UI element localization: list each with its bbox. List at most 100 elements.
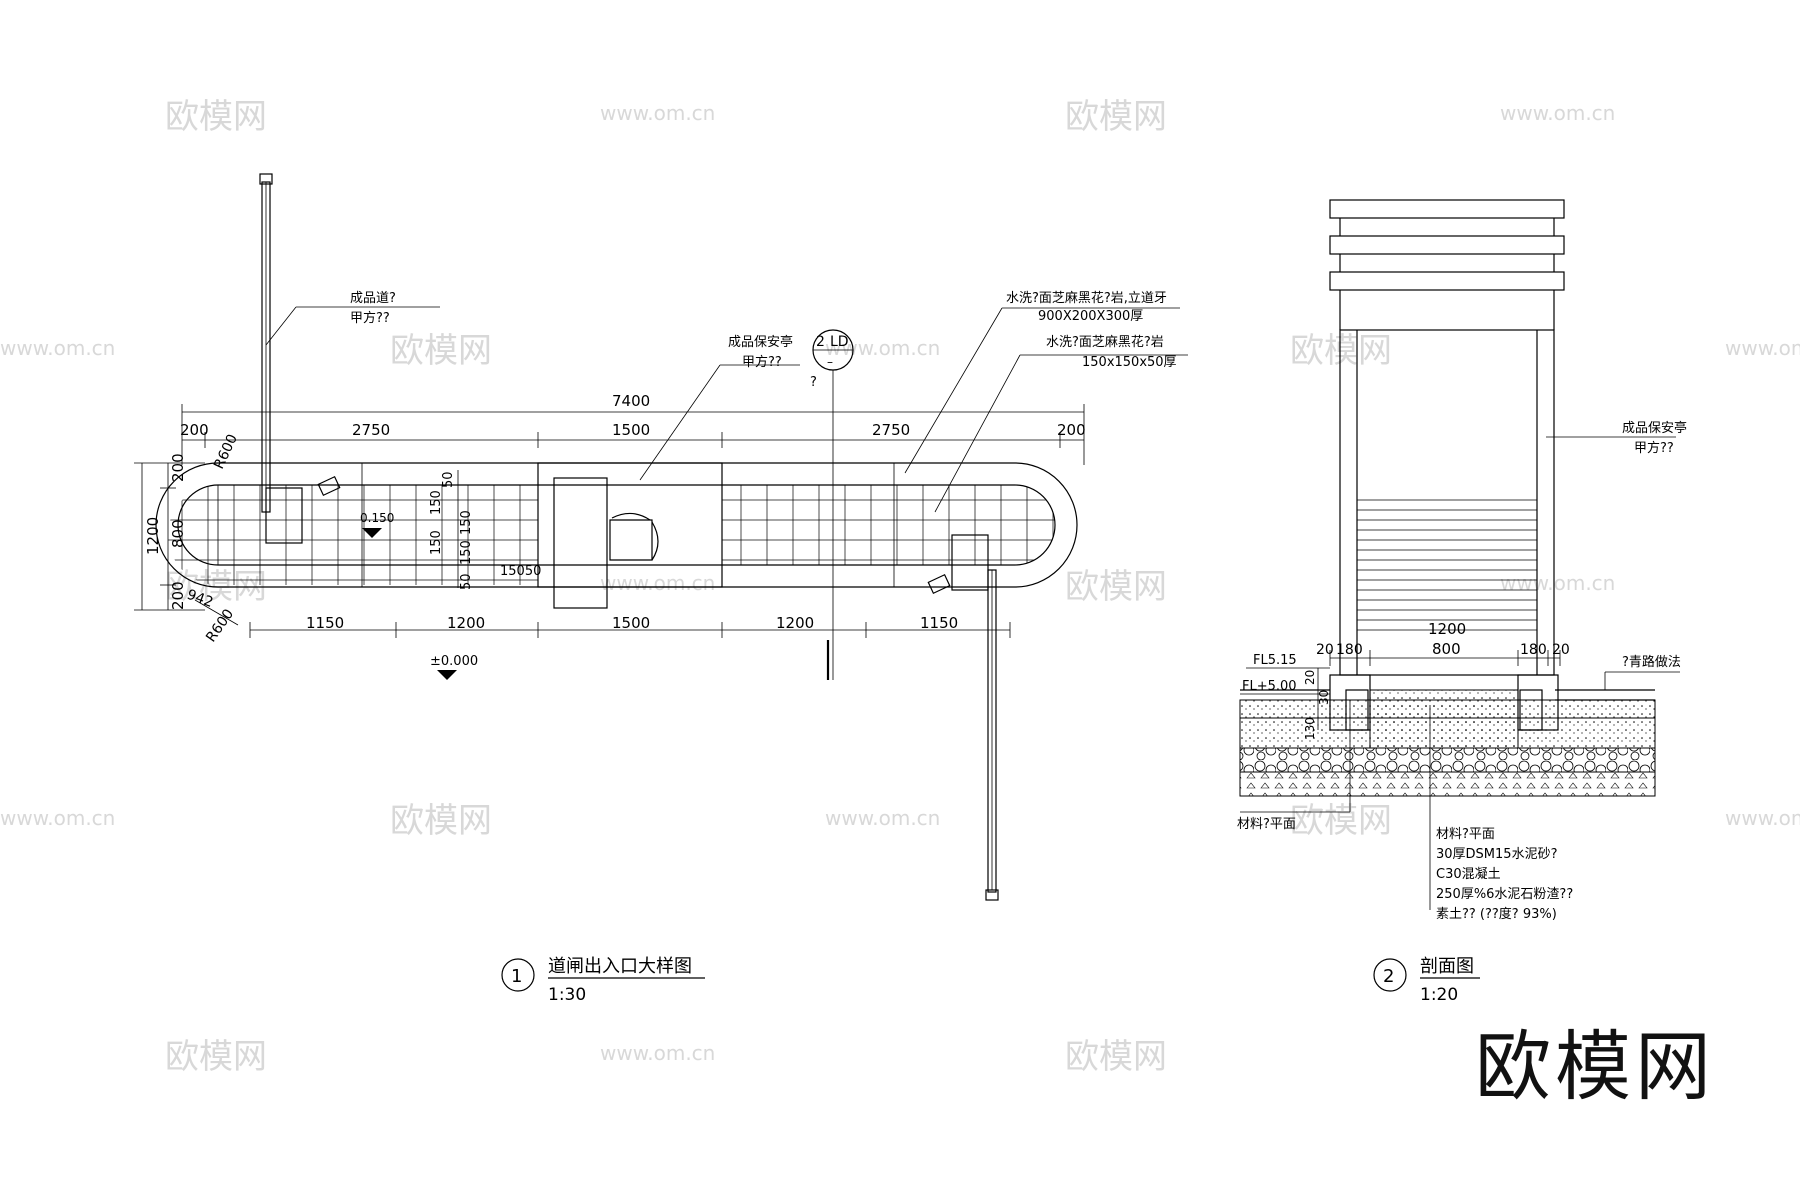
dim-bottom-d: 1200 [776, 614, 814, 632]
dim-top-c: 1500 [612, 421, 650, 439]
section-view: 1200 20 180 800 180 20 FL5.15 FL+5.00 20… [1237, 199, 1687, 1005]
watermark-brand: 欧模网 [165, 1037, 267, 1077]
layer-note-5: 素土?? (??度? 93%) [1436, 906, 1557, 922]
sec-dim-e: 20 [1552, 642, 1570, 658]
sec-dim-total: 1200 [1428, 620, 1466, 638]
inner-dim-v5: 150 [459, 540, 474, 565]
watermark-url: www.om.cn [0, 336, 115, 360]
layer-gravel [1239, 747, 1656, 773]
radius-bottom: R600 [203, 606, 237, 645]
section-mark-sheet: LD [830, 334, 849, 350]
note-booth-2: 甲方?? [742, 354, 782, 370]
sec-vdim-2: 30 [1317, 690, 1331, 705]
dim-bottom-e: 1150 [920, 614, 958, 632]
layer-note-3: C30混凝土 [1436, 866, 1501, 882]
inner-dim-v2: 150 [429, 490, 444, 515]
watermark-url: www.om.cn [600, 571, 715, 595]
section-mark-q: ? [810, 375, 817, 390]
section-title-number: 2 [1383, 966, 1394, 987]
watermarks: 欧模网 www.om.cn 欧模网 www.om.cn 欧模网 www.om.c… [0, 97, 1800, 1077]
level-road: ±0.000 [430, 654, 478, 669]
layers-label: 材料?平面 [1237, 817, 1296, 832]
watermark-url: www.om.cn [0, 806, 115, 830]
dim-top-total: 7400 [612, 392, 650, 410]
layer-soil [1239, 771, 1656, 797]
sec-dim-d: 180 [1520, 642, 1547, 658]
booth-area [537, 462, 723, 588]
watermark-url: www.om.cn [1500, 571, 1615, 595]
note-curb-2: 900X200X300厚 [1038, 309, 1143, 324]
sec-dim-a: 20 [1316, 642, 1334, 658]
watermark-url: www.om.cn [825, 806, 940, 830]
gate-box-left [265, 487, 303, 544]
dim-left-total: 1200 [144, 517, 162, 555]
note-curb-1: 水洗?面芝麻黑花?岩,立道牙 [1006, 290, 1167, 306]
watermark-brand: 欧模网 [1065, 1037, 1167, 1077]
dim-left-b: 800 [169, 519, 187, 548]
watermark-brand: 欧模网 [165, 97, 267, 137]
sec-booth-note-1: 成品保安亭 [1622, 420, 1687, 436]
section-title-circle [1373, 958, 1407, 992]
note-gate-1: 成品道? [350, 291, 396, 306]
layer-note-4: 250厚%6水泥石粉渣?? [1436, 887, 1573, 902]
inner-dim-v3: 150 [429, 530, 444, 555]
inner-dim-v6: 50 [459, 573, 474, 590]
watermark-brand: 欧模网 [1290, 331, 1392, 371]
dim-bottom-b: 1200 [447, 614, 485, 632]
sec-vdim-3: 130 [1303, 717, 1317, 740]
plan-title: 道闸出入口大样图 [548, 956, 692, 977]
island-outer [155, 462, 1078, 588]
dim-top-e: 200 [1057, 421, 1086, 439]
plan-scale: 1:30 [548, 985, 586, 1005]
watermark-brand: 欧模网 [1065, 567, 1167, 607]
booth-desk [553, 477, 608, 609]
section-mark-num: 2 [816, 334, 825, 350]
radius-top: R600 [211, 432, 241, 472]
level-marker-road [437, 670, 457, 680]
watermark-brand: 欧模网 [390, 801, 492, 841]
sec-dim-c: 800 [1432, 640, 1461, 658]
inner-dim-v4: 150 [459, 510, 474, 535]
section-mark-dash: – [827, 355, 833, 369]
watermark-brand: 欧模网 [1065, 97, 1167, 137]
layer-note-1: 材料?平面 [1436, 827, 1495, 842]
section-title: 剖面图 [1420, 956, 1474, 977]
note-paver-2: 150x150x50厚 [1082, 355, 1177, 370]
booth-body [1339, 329, 1555, 676]
layer-note-2: 30厚DSM15水泥砂? [1436, 847, 1557, 862]
watermark-url: www.om.cn [600, 101, 715, 125]
paver-field-right [722, 485, 1055, 565]
booth-slats [1357, 499, 1537, 631]
sec-dim-b: 180 [1336, 642, 1363, 658]
note-booth-1: 成品保安亭 [728, 334, 793, 350]
dim-top-d: 2750 [872, 421, 910, 439]
inner-dim-v1: 50 [441, 471, 456, 488]
dim-bottom-c: 1500 [612, 614, 650, 632]
watermark-brand: 欧模网 [390, 331, 492, 371]
dim-top-a: 200 [180, 421, 209, 439]
dim-bottom-a: 1150 [306, 614, 344, 632]
plan-title-circle [501, 958, 535, 992]
dim-top-b: 2750 [352, 421, 390, 439]
paving-note: ?青路做法 [1622, 654, 1681, 670]
chair [609, 512, 659, 561]
fl-1: FL5.15 [1253, 653, 1297, 668]
watermark-url: www.om.cn [825, 336, 940, 360]
brand-logo: 欧模网 [1475, 1022, 1715, 1111]
fl-2: FL+5.00 [1242, 679, 1297, 694]
paver-field-left [168, 485, 538, 585]
plan-title-number: 1 [511, 966, 522, 987]
level-inner: 0.150 [360, 511, 394, 525]
dim-left-a: 200 [169, 453, 187, 482]
inner-dim-h: 15050 [500, 564, 541, 579]
sec-vdim-1: 20 [1303, 670, 1317, 685]
section-scale: 1:20 [1420, 985, 1458, 1005]
watermark-url: www.om.cn [600, 1041, 715, 1065]
watermark-brand: 欧模网 [1290, 801, 1392, 841]
watermark-url: www.om.cn [1725, 806, 1800, 830]
sec-booth-note-2: 甲方?? [1634, 440, 1674, 456]
note-gate-2: 甲方?? [350, 310, 390, 326]
level-marker-inner [362, 528, 382, 538]
plan-leaders [265, 306, 1188, 513]
